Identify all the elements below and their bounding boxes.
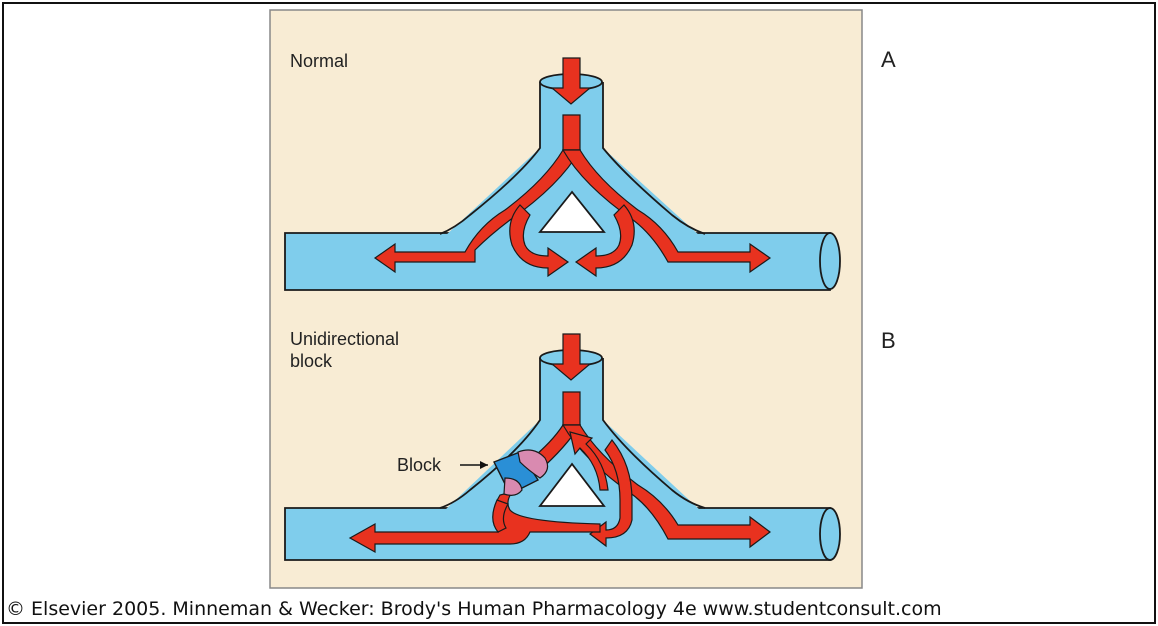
copyright-footer: © Elsevier 2005. Minneman & Wecker: Brod… [6,598,942,620]
panel-a-letter: A [881,47,896,73]
panel-b-title-line1: Unidirectional [290,328,399,350]
panel-b-title-line2: block [290,350,332,372]
block-label: Block [397,454,441,476]
vessel-a-right-end [820,233,840,289]
vessel-b-right-end [820,508,840,560]
panel-a-title: Normal [290,50,348,72]
panel-b-letter: B [881,328,896,354]
